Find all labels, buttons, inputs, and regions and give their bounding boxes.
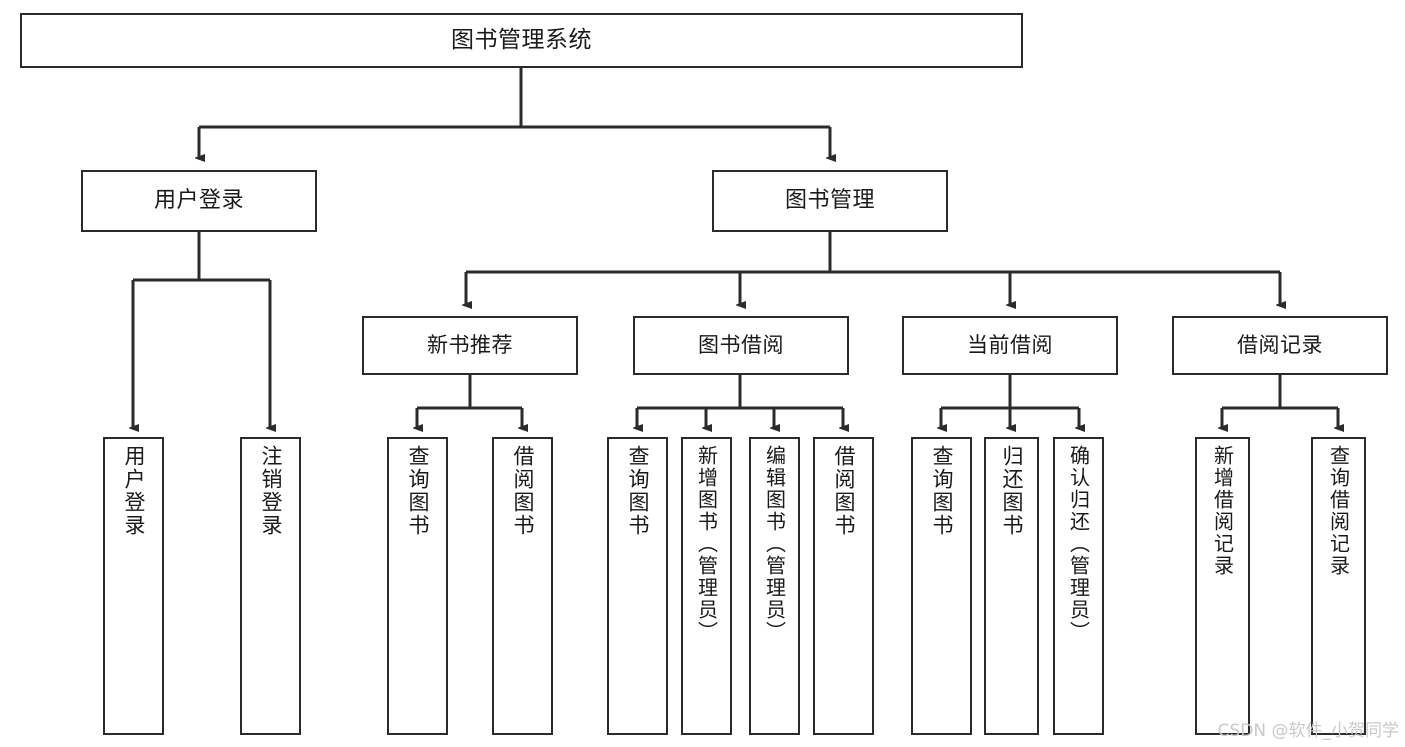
node-label: 新增图书（管理员）	[694, 445, 719, 643]
node-root-book-management-system[interactable]: 图书管理系统	[20, 13, 1023, 68]
node-label: 新增借阅记录	[1210, 445, 1235, 577]
node-label: 查询图书	[406, 445, 430, 537]
node-label: 查询图书	[930, 445, 954, 537]
node-label: 当前借阅	[967, 332, 1053, 357]
node-borrow-record[interactable]: 借阅记录	[1172, 316, 1388, 375]
node-label: 借阅记录	[1237, 332, 1323, 357]
node-new-book-recommend[interactable]: 新书推荐	[362, 316, 578, 375]
node-label: 借阅图书	[511, 445, 535, 537]
node-label: 图书管理系统	[451, 26, 592, 53]
node-user-login[interactable]: 用户登录	[81, 170, 317, 232]
leaf-query-book-current[interactable]: 查询图书	[911, 437, 972, 735]
node-label: 图书借阅	[698, 332, 784, 357]
node-book-borrow[interactable]: 图书借阅	[633, 316, 849, 375]
node-label: 确认归还（管理员）	[1066, 445, 1091, 643]
node-label: 查询图书	[626, 445, 650, 537]
node-label: 借阅图书	[832, 445, 856, 537]
leaf-query-book-borrow[interactable]: 查询图书	[607, 437, 668, 735]
node-label: 查询借阅记录	[1326, 445, 1351, 577]
leaf-query-borrow-record[interactable]: 查询借阅记录	[1311, 437, 1366, 735]
leaf-borrow-book-borrow[interactable]: 借阅图书	[813, 437, 874, 735]
node-label: 图书管理	[784, 187, 875, 213]
node-label: 用户登录	[153, 187, 244, 213]
node-book-manage[interactable]: 图书管理	[712, 170, 948, 232]
leaf-borrow-book-new-recommend[interactable]: 借阅图书	[492, 437, 553, 735]
leaf-return-book[interactable]: 归还图书	[984, 437, 1039, 735]
node-label: 新书推荐	[427, 332, 513, 357]
csdn-watermark: CSDN @软件_小贺同学	[1217, 721, 1399, 741]
leaf-user-logout[interactable]: 注销登录	[240, 437, 301, 735]
node-label: 用户登录	[122, 445, 146, 537]
leaf-query-book-new-recommend[interactable]: 查询图书	[387, 437, 448, 735]
node-current-borrow[interactable]: 当前借阅	[902, 316, 1118, 375]
node-label: 归还图书	[1000, 445, 1024, 537]
leaf-user-login[interactable]: 用户登录	[103, 437, 164, 735]
node-label: 编辑图书（管理员）	[762, 445, 787, 643]
leaf-add-borrow-record[interactable]: 新增借阅记录	[1195, 437, 1250, 735]
leaf-confirm-return-admin[interactable]: 确认归还（管理员）	[1053, 437, 1104, 735]
leaf-edit-book-admin[interactable]: 编辑图书（管理员）	[749, 437, 800, 735]
node-label: 注销登录	[259, 445, 283, 537]
leaf-add-book-admin[interactable]: 新增图书（管理员）	[681, 437, 732, 735]
